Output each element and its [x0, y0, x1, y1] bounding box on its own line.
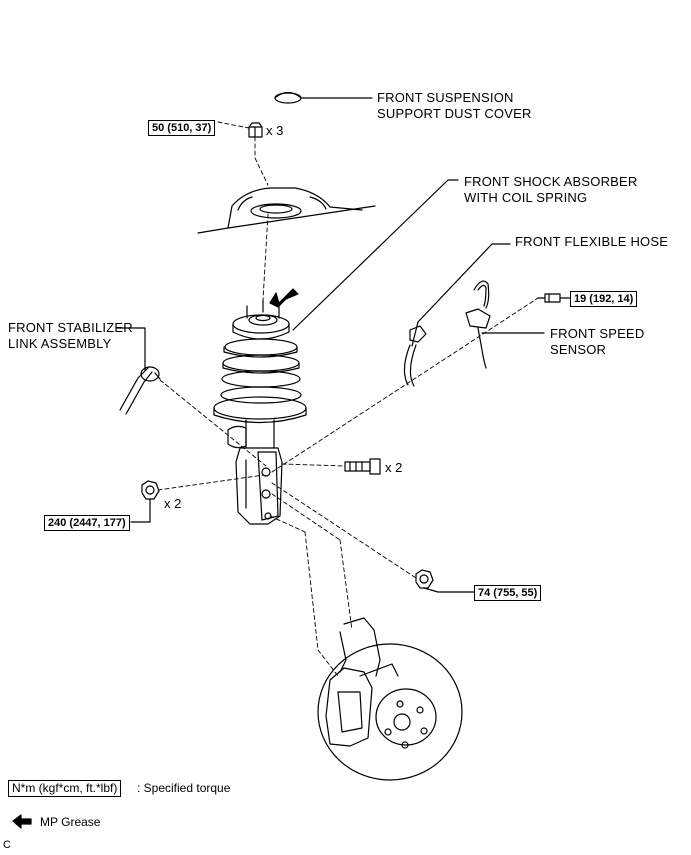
body-panel-part	[197, 187, 376, 234]
grease-arrow-icon	[269, 288, 299, 308]
torque-stabilizer-nut: 74 (755, 55)	[474, 585, 542, 601]
torque-upper-nut: 50 (510, 37)	[148, 120, 216, 136]
knuckle-bolt-part	[344, 458, 381, 475]
upper-nut-part	[248, 122, 263, 138]
knuckle-nut-leader	[130, 498, 151, 523]
label-shock-line2: WITH COIL SPRING	[464, 190, 588, 205]
steering-knuckle-part	[325, 617, 399, 747]
legend-torque-text: : Specified torque	[137, 781, 231, 795]
legend-grease-arrow-icon	[12, 814, 32, 829]
label-speed-sensor-line1: FRONT SPEED	[550, 326, 645, 341]
knuckle-nut-part	[141, 480, 160, 500]
flexible-hose-part	[403, 321, 427, 387]
label-flexible-hose: FRONT FLEXIBLE HOSE	[515, 234, 669, 249]
label-dust-cover-line2: SUPPORT DUST COVER	[377, 106, 532, 121]
shock-absorber-part	[213, 299, 307, 525]
qty-knuckle-nut: x 2	[164, 496, 182, 511]
stabilizer-link-part	[119, 366, 161, 415]
speed-sensor-part	[465, 280, 491, 369]
torque-sensor-bolt: 19 (192, 14)	[570, 291, 638, 307]
label-speed-sensor-line2: SENSOR	[550, 342, 607, 357]
stab-nut-leader	[423, 587, 475, 593]
torque-knuckle-nut: 240 (2447, 177)	[44, 515, 130, 531]
label-stabilizer-line2: LINK ASSEMBLY	[8, 336, 112, 351]
qty-knuckle-bolt: x 2	[385, 460, 403, 475]
shock-leader	[292, 179, 459, 331]
brake-disc-part	[317, 643, 463, 781]
qty-upper-nut: x 3	[266, 123, 284, 138]
flex-hose-leader	[417, 243, 511, 323]
dashed-assembly-lines	[157, 121, 539, 677]
stabilizer-nut-part	[415, 569, 434, 589]
label-dust-cover-line1: FRONT SUSPENSION	[377, 90, 514, 105]
figure-code: C	[3, 839, 11, 851]
legend-torque-box: N*m (kgf*cm, ft.*lbf)	[8, 780, 122, 797]
sensor-bolt-part	[537, 293, 561, 303]
label-stabilizer-line1: FRONT STABILIZER	[8, 320, 133, 335]
legend-grease-text: MP Grease	[40, 815, 101, 829]
dust-cover-part	[274, 91, 302, 104]
label-shock-line1: FRONT SHOCK ABSORBER	[464, 174, 638, 189]
stabilizer-leader	[116, 327, 146, 371]
